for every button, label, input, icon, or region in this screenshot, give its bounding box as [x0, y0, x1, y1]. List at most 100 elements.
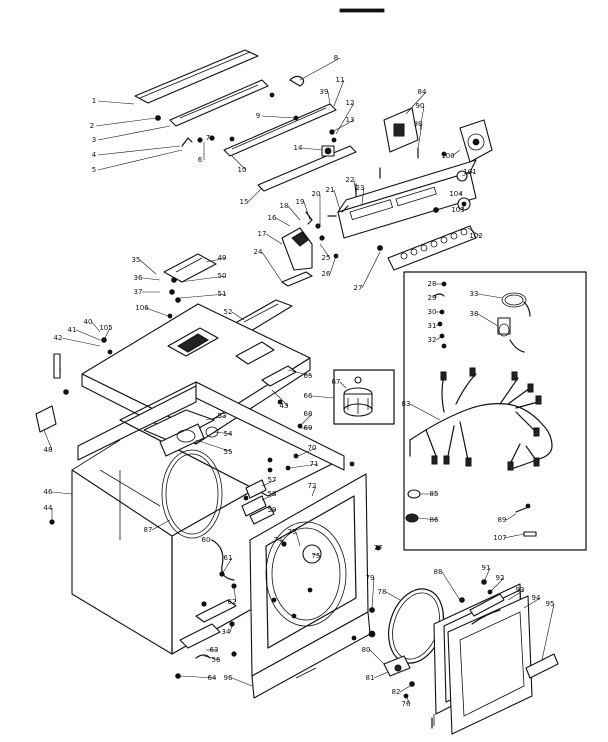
leader-line-46 — [51, 491, 73, 495]
leader-line-26 — [329, 255, 337, 275]
part-number-label: 84 — [418, 88, 427, 96]
part-number-label: 62 — [228, 598, 237, 606]
leader-line-80 — [369, 649, 385, 665]
leader-line-40 — [91, 321, 101, 333]
leader-line-106 — [145, 307, 169, 317]
part-number-label: 59 — [268, 506, 277, 514]
leader-line-9 — [261, 115, 295, 119]
part-number-label: 94 — [532, 594, 541, 602]
leader-line-62 — [233, 587, 237, 603]
part-number-label: 54 — [224, 430, 233, 438]
part-number-label: 34 — [222, 628, 231, 636]
part-number-label: 83 — [402, 400, 411, 408]
leader-line-94 — [523, 597, 541, 609]
part-number-label: 6 — [198, 156, 203, 164]
part-number-label: 9 — [256, 112, 260, 120]
leader-line-67 — [339, 381, 347, 389]
part-number-label: 27 — [354, 284, 363, 292]
leader-line-32 — [435, 335, 443, 341]
leader-line-24 — [261, 251, 283, 283]
leader-line-103 — [461, 203, 465, 211]
leader-line-98 — [417, 123, 423, 149]
part-number-label: 16 — [268, 214, 277, 222]
leader-line-81 — [373, 671, 389, 679]
part-number-label: 105 — [99, 324, 112, 332]
part-number-label: 80 — [362, 646, 371, 654]
part-number-label: 76 — [402, 700, 411, 708]
door-bar — [525, 653, 559, 679]
part-number-label: 66 — [304, 392, 313, 400]
leader-line-78 — [385, 591, 401, 601]
part-number-label: 51 — [218, 290, 227, 298]
leader-line-53 — [205, 415, 227, 421]
part-number-label: 61 — [224, 554, 233, 562]
part-number-label: 73 — [288, 528, 297, 536]
leader-line-11 — [333, 79, 345, 107]
part-number-label: 88 — [434, 568, 443, 576]
part-number-label: 70 — [308, 444, 317, 452]
wire-harness — [409, 403, 553, 469]
part-number-label: 98 — [414, 120, 423, 128]
part-number-label: 103 — [451, 206, 464, 214]
leader-line-10 — [231, 155, 247, 171]
leader-line-58 — [261, 493, 277, 501]
leader-line-83 — [409, 403, 441, 421]
part-number-label: 72 — [308, 482, 317, 490]
leader-line-59 — [267, 509, 277, 513]
part-number-label: 7 — [206, 134, 210, 142]
leader-line-70 — [297, 447, 317, 457]
part-number-label: 24 — [254, 248, 263, 256]
console-top — [337, 159, 477, 213]
leader-lines — [43, 57, 555, 705]
part-number-label: 107 — [493, 534, 506, 542]
leader-line-13 — [331, 119, 355, 133]
part-number-label: 8 — [334, 54, 338, 62]
leader-line-76 — [405, 695, 411, 705]
leader-line-21 — [333, 189, 341, 211]
leader-line-92 — [489, 577, 505, 593]
part-number-label: 52 — [224, 308, 233, 316]
part-number-label: 30 — [428, 308, 437, 316]
leader-line-3 — [97, 125, 171, 141]
leader-line-41 — [75, 329, 101, 341]
leader-line-39 — [327, 91, 331, 105]
part-number-label: 74 — [274, 536, 283, 544]
part-number-label: 43 — [280, 402, 289, 410]
leader-line-102 — [467, 227, 481, 237]
leader-line-100 — [451, 149, 461, 157]
leader-line-50 — [179, 275, 227, 283]
part-number-label: 3 — [92, 136, 96, 144]
top-cap — [134, 49, 259, 104]
top-cover-assembly — [134, 49, 357, 192]
leader-line-61 — [221, 557, 233, 575]
part-number-label: 81 — [366, 674, 375, 682]
leader-line-87 — [151, 519, 171, 531]
part-number-label: 60 — [202, 536, 211, 544]
leader-line-33 — [477, 293, 503, 299]
leader-line-66 — [311, 395, 335, 399]
leader-line-101 — [461, 171, 475, 177]
leader-line-14 — [301, 147, 323, 151]
leader-line-12 — [335, 102, 355, 135]
door-opening — [265, 521, 347, 627]
part-number-label: 11 — [336, 76, 345, 84]
leader-line-17 — [265, 233, 283, 245]
part-number-label: 82 — [392, 688, 401, 696]
part-number-label: 75 — [312, 552, 321, 560]
leader-line-2 — [95, 117, 157, 127]
part-number-label: 40 — [84, 318, 93, 326]
leader-line-34 — [229, 625, 233, 633]
leader-line-93 — [507, 589, 525, 601]
part-number-label: 46 — [44, 488, 53, 496]
leader-line-104 — [459, 191, 463, 195]
part-number-label: 19 — [296, 198, 305, 206]
part-number-label: 56 — [212, 656, 221, 664]
leader-line-27 — [361, 251, 381, 289]
leader-line-57 — [261, 479, 277, 487]
leader-line-38 — [477, 313, 499, 327]
part-number-label: 2 — [90, 122, 94, 130]
part-number-label: 13 — [346, 116, 355, 124]
part-number-label: 77 — [374, 544, 383, 552]
pump-inset — [333, 369, 395, 425]
leader-line-54 — [213, 431, 233, 435]
